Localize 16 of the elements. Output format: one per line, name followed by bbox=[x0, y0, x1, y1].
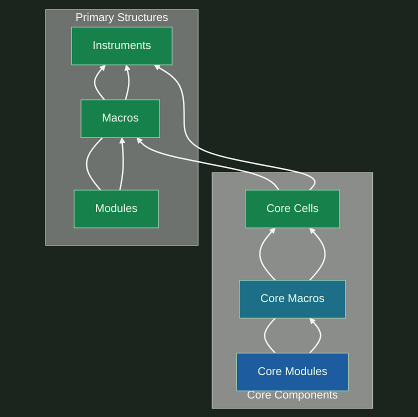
arrow bbox=[259, 227, 276, 280]
arrow bbox=[154, 64, 316, 190]
connector bbox=[86, 136, 103, 190]
node-box: Macros bbox=[80, 99, 160, 138]
node-box: Core Modules bbox=[236, 352, 348, 391]
arrow bbox=[119, 136, 126, 190]
arrow bbox=[308, 227, 326, 280]
arrow bbox=[124, 64, 130, 100]
connector bbox=[264, 317, 276, 354]
node-box: Instruments bbox=[71, 26, 172, 65]
arrow bbox=[308, 317, 322, 354]
arrow bbox=[94, 64, 106, 100]
node-box: Core Macros bbox=[238, 280, 346, 318]
node-box: Core Cells bbox=[244, 189, 340, 228]
node-box: Modules bbox=[74, 189, 159, 228]
arrow bbox=[136, 136, 280, 190]
